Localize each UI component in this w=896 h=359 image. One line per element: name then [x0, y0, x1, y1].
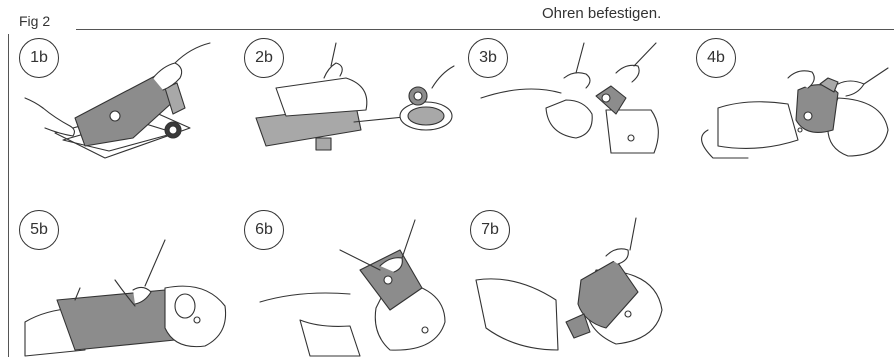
step-badge-5b: 5b — [19, 210, 59, 250]
step-badge-7b: 7b — [470, 210, 510, 250]
panel-6b: 6b — [240, 210, 465, 358]
header-caption: Ohren befestigen. — [542, 5, 661, 22]
step-badge-3b: 3b — [468, 38, 508, 78]
step-badge-2b: 2b — [244, 38, 284, 78]
figure-label: Fig 2 — [19, 13, 50, 29]
panel-1b: 1b — [15, 38, 215, 168]
left-margin-rule — [8, 34, 9, 357]
panel-3b: 3b — [466, 38, 676, 168]
step-badge-1b: 1b — [19, 38, 59, 78]
panel-4b: 4b — [688, 38, 893, 168]
panel-7b: 7b — [466, 210, 686, 358]
panel-2b: 2b — [236, 38, 456, 168]
step-badge-4b: 4b — [696, 38, 736, 78]
step-badge-6b: 6b — [244, 210, 284, 250]
panel-5b: 5b — [15, 210, 235, 358]
header-rule — [76, 29, 894, 30]
